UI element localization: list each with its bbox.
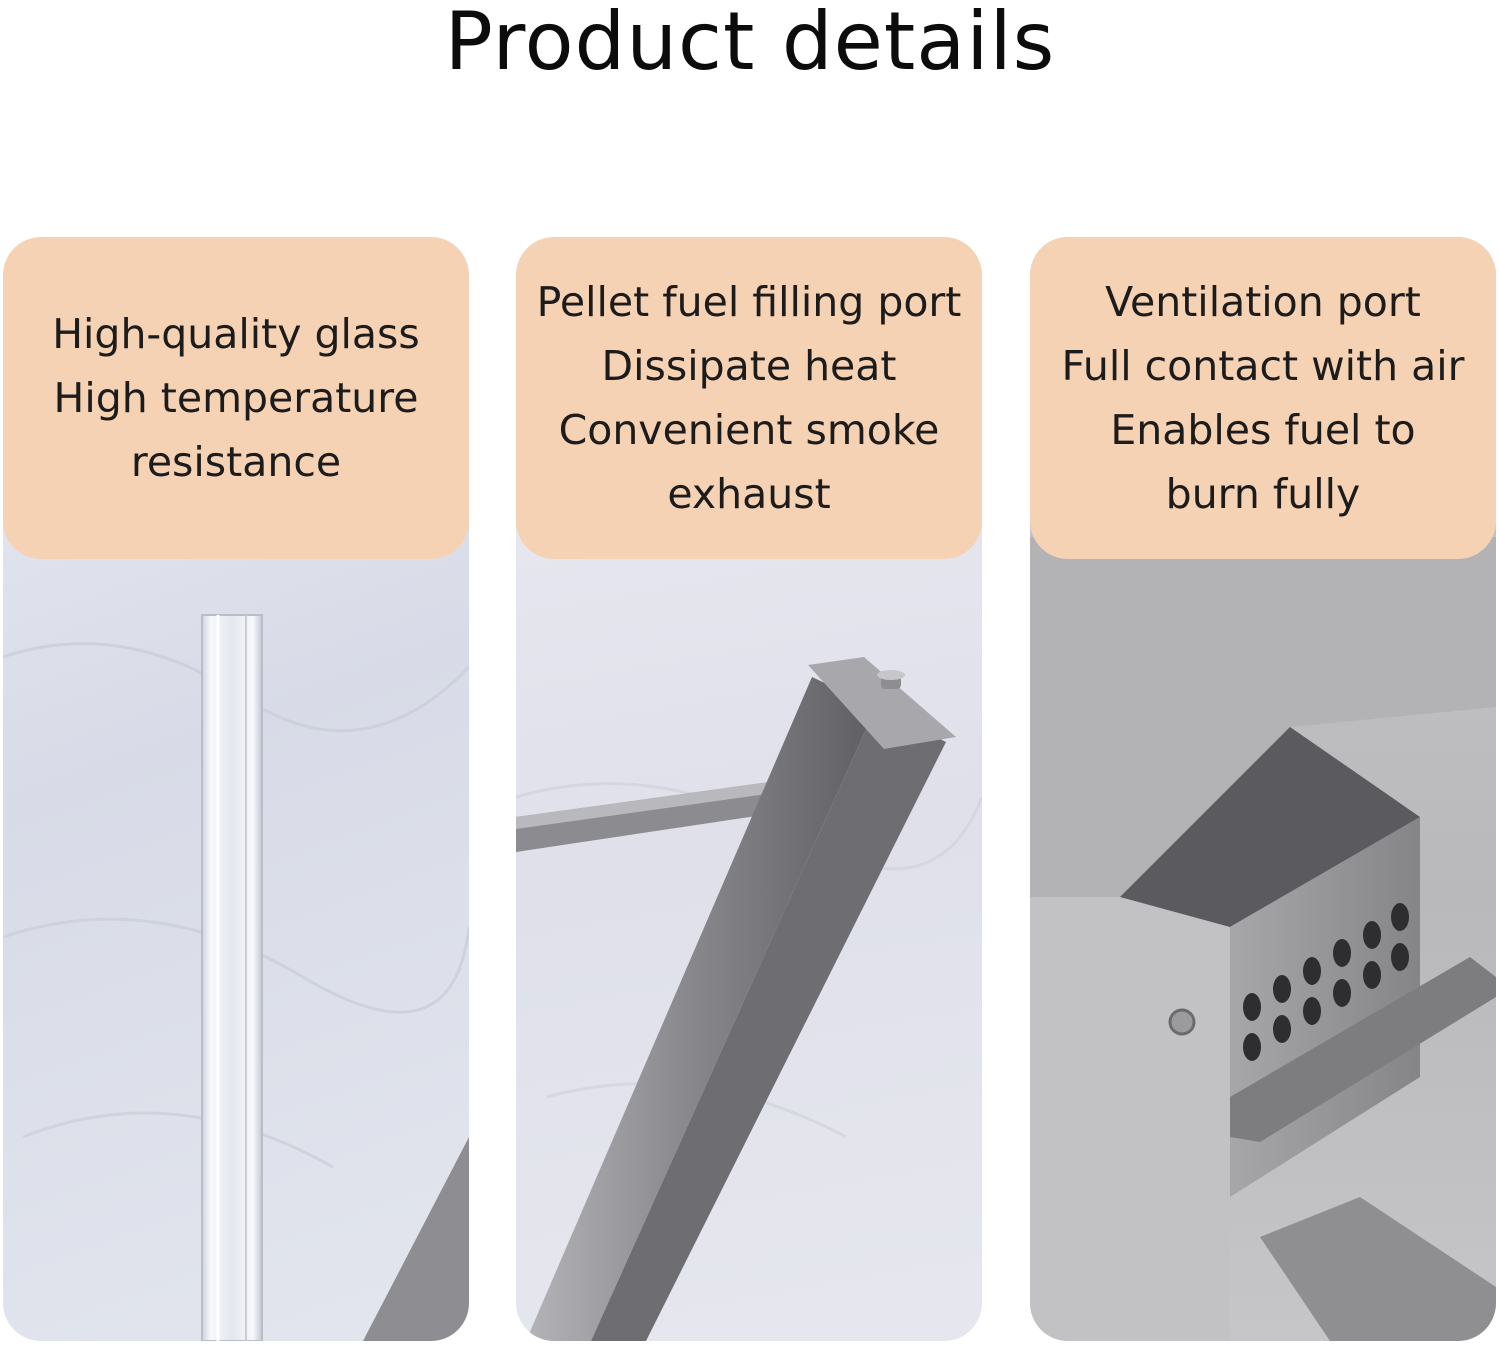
- caption-line: resistance: [130, 438, 342, 486]
- page-title: Product details: [444, 0, 1056, 88]
- caption-line: High temperature: [53, 374, 419, 422]
- product-panel-ventilation: Ventilation port Full contact with air E…: [1030, 237, 1496, 1341]
- caption-line: High-quality glass: [52, 310, 420, 358]
- caption-line: burn fully: [1165, 470, 1361, 518]
- product-panel-fuel-port: Pellet fuel filling port Dissipate heat …: [516, 237, 982, 1341]
- caption-line: Full contact with air: [1061, 342, 1465, 390]
- ventilation-port-photo: [1030, 537, 1496, 1341]
- caption-line: Ventilation port: [1105, 278, 1421, 326]
- fuel-port-photo: [516, 657, 982, 1341]
- panel-caption: Pellet fuel filling port Dissipate heat …: [516, 237, 982, 559]
- caption-line: Enables fuel to: [1110, 406, 1416, 454]
- vent-holes: [1243, 903, 1409, 1061]
- product-panel-glass: High-quality glass High temperature resi…: [3, 237, 469, 1341]
- caption-line: exhaust: [667, 470, 831, 518]
- caption-line: Pellet fuel filling port: [536, 278, 962, 326]
- caption-line: Convenient smoke: [558, 406, 940, 454]
- panel-caption: Ventilation port Full contact with air E…: [1030, 237, 1496, 559]
- panel-caption: High-quality glass High temperature resi…: [3, 237, 469, 559]
- caption-line: Dissipate heat: [601, 342, 897, 390]
